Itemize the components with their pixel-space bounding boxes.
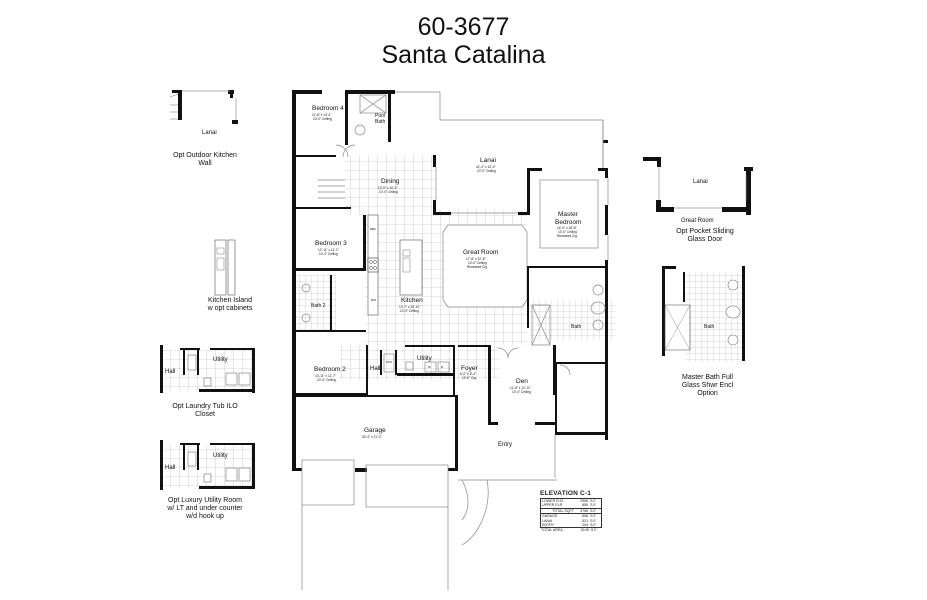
svg-text:10'-0" Ceiling: 10'-0" Ceiling [558, 230, 577, 234]
plan-number: 60-3677 [417, 13, 510, 41]
svg-text:Utility: Utility [213, 453, 228, 459]
svg-text:10'-0" Ceiling: 10'-0" Ceiling [317, 378, 336, 382]
svg-text:10'-0" Clg: 10'-0" Clg [462, 376, 476, 380]
room-bath-name: Bath [571, 324, 582, 330]
main-floor-plan: Bedroom 4 11'-8" x 13'-4" 10'-0" Ceiling… [292, 90, 615, 590]
svg-text:10'-0" Ceiling: 10'-0" Ceiling [468, 261, 487, 265]
room-entry-name: Entry [498, 442, 512, 448]
svg-text:11'-8" x 13'-4": 11'-8" x 13'-4" [312, 113, 331, 117]
room-utility-name: Utility [417, 356, 432, 362]
option-kitchen-island [214, 239, 236, 296]
room-great-room-name: Great Room [463, 249, 498, 256]
caption-luxury-utility: Opt Luxury Utility Room w/ LT and under … [167, 497, 243, 520]
room-bedroom3-name: Bedroom 3 [315, 240, 347, 247]
caption-pocket-slider: Opt Pocket Sliding Glass Door [676, 228, 734, 243]
svg-text:13'-11" x 11'-7": 13'-11" x 11'-7" [315, 374, 336, 378]
caption-master-bath: Master Bath Full Glass Shwr Encl Option [681, 374, 734, 397]
caption-laundry-tub: Opt Laundry Tub ILO Closet [172, 403, 238, 418]
svg-text:REF: REF [370, 227, 376, 231]
svg-text:41'-4" x 10'-4": 41'-4" x 10'-4" [476, 165, 496, 169]
svg-text:Hall: Hall [165, 369, 175, 375]
room-lanai-name: Lanai [480, 157, 496, 164]
option-luxury-utility: Utility Hall [160, 440, 255, 490]
svg-text:10'-0" Ceiling: 10'-0" Ceiling [477, 169, 496, 173]
svg-text:Bedroom: Bedroom [555, 219, 581, 226]
room-den-name: Den [516, 378, 528, 385]
room-garage-name: Garage [364, 427, 386, 434]
svg-text:10'-0" Ceiling: 10'-0" Ceiling [319, 252, 338, 256]
svg-text:Recessed Clg: Recessed Clg [557, 234, 577, 238]
room-hall-name: Hall [370, 366, 380, 372]
elevation-title: ELEVATION C-1 [540, 490, 592, 497]
svg-text:W: W [428, 365, 431, 369]
room-bedroom4-name: Bedroom 4 [312, 105, 344, 112]
caption-kitchen-island: Kitchen Island w opt cabinets [207, 297, 253, 312]
svg-text:6'-0" x 8'-4": 6'-0" x 8'-4" [460, 372, 476, 376]
svg-text:14'-0" x 18'-8": 14'-0" x 18'-8" [557, 226, 577, 230]
svg-text:30'-4" x 21'-0": 30'-4" x 21'-0" [362, 435, 382, 439]
option-outdoor-kitchen: Lanai [169, 90, 238, 136]
option-pocket-slider: Lanai Great Room [643, 157, 753, 224]
room-kitchen-name: Kitchen [401, 297, 423, 304]
svg-text:D: D [441, 365, 444, 369]
svg-text:Bath: Bath [375, 119, 386, 125]
svg-text:12'-0" x 10'-0": 12'-0" x 10'-0" [378, 186, 398, 190]
svg-text:13'-7" x 20'-10": 13'-7" x 20'-10" [399, 305, 420, 309]
room-foyer-name: Foyer [461, 365, 478, 372]
svg-text:DW: DW [371, 298, 376, 302]
svg-text:Recessed Clg: Recessed Clg [467, 265, 487, 269]
svg-text:17'-8" x 22'-8": 17'-8" x 22'-8" [466, 257, 486, 261]
svg-text:W/H: W/H [386, 360, 392, 364]
room-master-bedroom-name: Master [558, 211, 579, 218]
plan-name: Santa Catalina [381, 41, 546, 69]
svg-text:11'-8" x 12'-11": 11'-8" x 12'-11" [510, 386, 531, 390]
option-master-bath: Bath [662, 266, 745, 362]
room-dining-name: Dining [381, 178, 400, 185]
svg-text:10'-0" Ceiling: 10'-0" Ceiling [512, 390, 531, 394]
caption-outdoor-kitchen: Opt Outdoor Kitchen Wall [173, 152, 237, 167]
svg-text:Great Room: Great Room [681, 218, 714, 224]
svg-text:Hall: Hall [165, 465, 175, 471]
outdoor-kitchen-lanai-label: Lanai [202, 130, 217, 136]
option-laundry-tub: Utility Hall [160, 345, 255, 393]
room-bath2-name: Bath 2 [311, 303, 326, 309]
svg-text:Lanai: Lanai [693, 179, 708, 185]
svg-text:10'-0" Ceiling: 10'-0" Ceiling [313, 117, 332, 121]
room-pool-bath-name: Pool [375, 113, 385, 119]
svg-text:Utility: Utility [213, 357, 228, 363]
svg-text:10'-0" Ceiling: 10'-0" Ceiling [400, 309, 419, 313]
room-bedroom2-name: Bedroom 2 [314, 366, 346, 373]
svg-text:10'-0" Ceiling: 10'-0" Ceiling [379, 190, 398, 194]
svg-text:12'-11" x 11'-1": 12'-11" x 11'-1" [318, 248, 339, 252]
svg-text:Bath: Bath [704, 324, 715, 330]
